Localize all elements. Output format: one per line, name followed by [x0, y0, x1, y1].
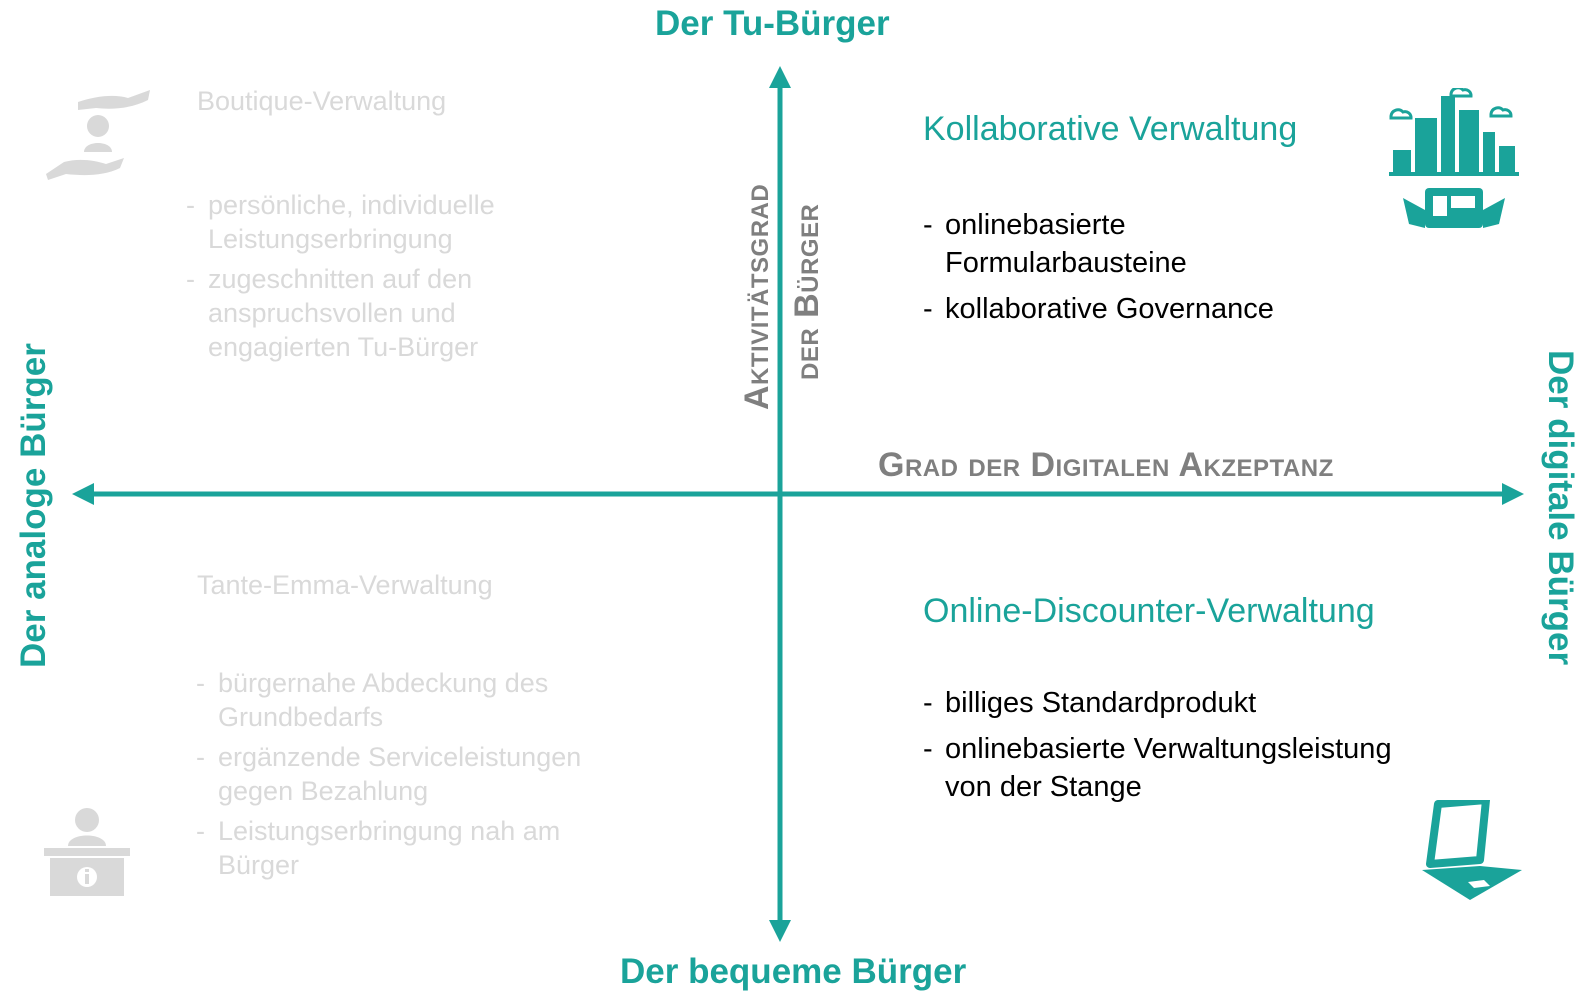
quadrant-bottom-right-bullets: billiges Standardprodukt onlinebasierte …	[923, 684, 1443, 814]
list-item: zugeschnitten auf den anspruchsvollen un…	[186, 262, 526, 364]
list-item: onlinebasierte Formularbausteine	[923, 206, 1205, 282]
list-item: kollaborative Governance	[923, 290, 1343, 328]
horizontal-axis	[72, 483, 1524, 505]
axis-left-title: Der analoge Bürger	[14, 343, 53, 668]
axis-top-title: Der Tu-Bürger	[655, 4, 890, 43]
quadrant-top-right-title: Kollaborative Verwaltung	[923, 110, 1298, 148]
laptop-icon	[1418, 796, 1524, 909]
list-item: onlinebasierte Verwaltungsleistung von d…	[923, 730, 1445, 806]
quadrant-top-right-bullets: onlinebasierte Formularbausteine kollabo…	[923, 206, 1343, 336]
quadrant-top-left-title: Boutique-Verwaltung	[197, 86, 447, 116]
list-item: persönliche, individuelle Leistungserbri…	[186, 188, 526, 256]
hands-person-icon	[44, 88, 152, 185]
quadrant-bottom-left-title: Tante-Emma-Verwaltung	[197, 570, 493, 600]
horizontal-axis-label: Grad der Digitalen Akzeptanz	[878, 446, 1334, 484]
info-desk-person-icon	[44, 808, 130, 901]
list-item: billiges Standardprodukt	[923, 684, 1443, 722]
quadrant-top-left-bullets: persönliche, individuelle Leistungserbri…	[186, 188, 526, 370]
vertical-axis-label-line1: Aktivitätsgrad	[738, 183, 776, 410]
axis-bottom-title: Der bequeme Bürger	[620, 952, 967, 991]
vertical-axis	[769, 66, 791, 942]
smart-city-tablet-icon	[1385, 86, 1521, 239]
axis-right-title: Der digitale Bürger	[1541, 350, 1580, 666]
quadrant-bottom-right-title: Online-Discounter-Verwaltung	[923, 592, 1375, 630]
vertical-axis-label-line2: der Bürger	[788, 203, 826, 380]
list-item: bürgernahe Abdeckung des Grundbedarfs	[196, 666, 588, 734]
quadrant-bottom-left-bullets: bürgernahe Abdeckung des Grundbedarfs er…	[196, 666, 626, 888]
list-item: Leistungserbringung nah am Bürger	[196, 814, 598, 882]
list-item: ergänzende Serviceleistungen gegen Bezah…	[196, 740, 618, 808]
